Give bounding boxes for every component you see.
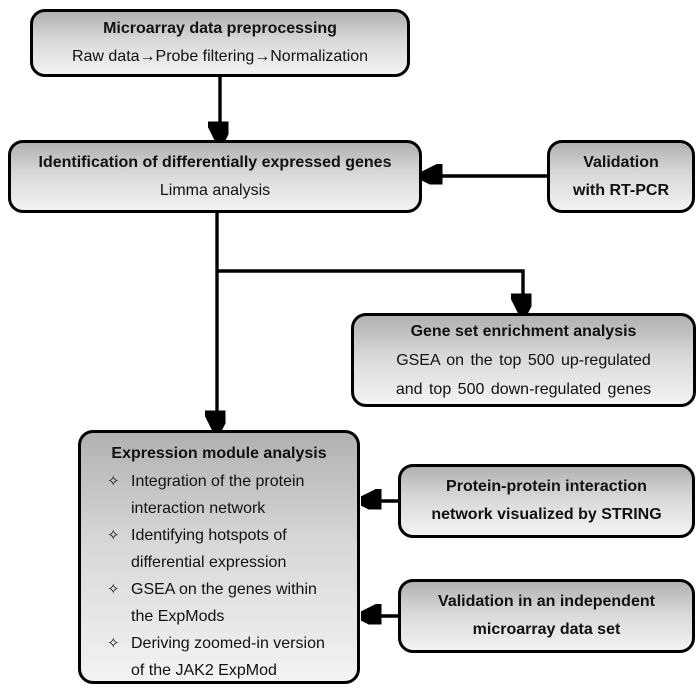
node-validation-independent-dataset: Validation in an independent microarray …	[398, 579, 695, 653]
node-title: Gene set enrichment analysis	[410, 322, 637, 340]
bullet-item: ✧ GSEA on the genes within the ExpMods	[81, 576, 357, 630]
bullet-text: Identifying hotspots of differential exp…	[131, 527, 287, 571]
node-identification-deg: Identification of differentially express…	[8, 140, 422, 213]
node-title: Identification of differentially express…	[38, 153, 392, 171]
bullet-text: GSEA on the genes within the ExpMods	[131, 581, 317, 625]
node-title-line1: Validation in an independent	[438, 593, 655, 610]
bullet-text: Deriving zoomed-in version of the JAK2 E…	[131, 635, 325, 679]
node-title-line2: microarray data set	[472, 621, 621, 638]
diamond-bullet-icon: ✧	[107, 581, 120, 598]
bullet-item: ✧ Deriving zoomed-in version of the JAK2…	[81, 630, 357, 684]
node-title-line2: network visualized by STRING	[431, 506, 662, 523]
bullet-item: ✧ Identifying hotspots of differential e…	[81, 522, 357, 576]
node-expression-module-analysis: Expression module analysis ✧ Integration…	[78, 430, 360, 684]
node-title: Microarray data preprocessing	[103, 20, 337, 37]
bullet-item: ✧ Integration of the protein interaction…	[81, 468, 357, 522]
node-title-line1: Validation	[583, 153, 659, 171]
node-gene-set-enrichment: Gene set enrichment analysis GSEA on the…	[351, 313, 696, 407]
node-body-line2: and top 500 down-regulated genes	[395, 380, 652, 398]
node-title: Expression module analysis	[111, 445, 327, 462]
diamond-bullet-icon: ✧	[107, 473, 120, 490]
diamond-bullet-icon: ✧	[107, 635, 120, 652]
node-title-line1: Protein-protein interaction	[446, 478, 647, 495]
node-subtitle: Limma analysis	[159, 181, 271, 199]
node-body-line1: GSEA on the top 500 up-regulated	[396, 351, 651, 369]
node-subtitle: Raw data→Probe filtering→Normalization	[71, 48, 369, 65]
diamond-bullet-icon: ✧	[107, 527, 120, 544]
bullet-text: Integration of the protein interaction n…	[131, 473, 305, 517]
arrow-deg-to-gsea-icon	[217, 269, 523, 309]
node-ppi-network-string: Protein-protein interaction network visu…	[398, 464, 695, 538]
node-validation-rtpcr: Validation with RT-PCR	[547, 140, 695, 213]
node-title-line2: with RT-PCR	[573, 181, 669, 199]
node-microarray-preprocessing: Microarray data preprocessing Raw data→P…	[30, 9, 410, 77]
